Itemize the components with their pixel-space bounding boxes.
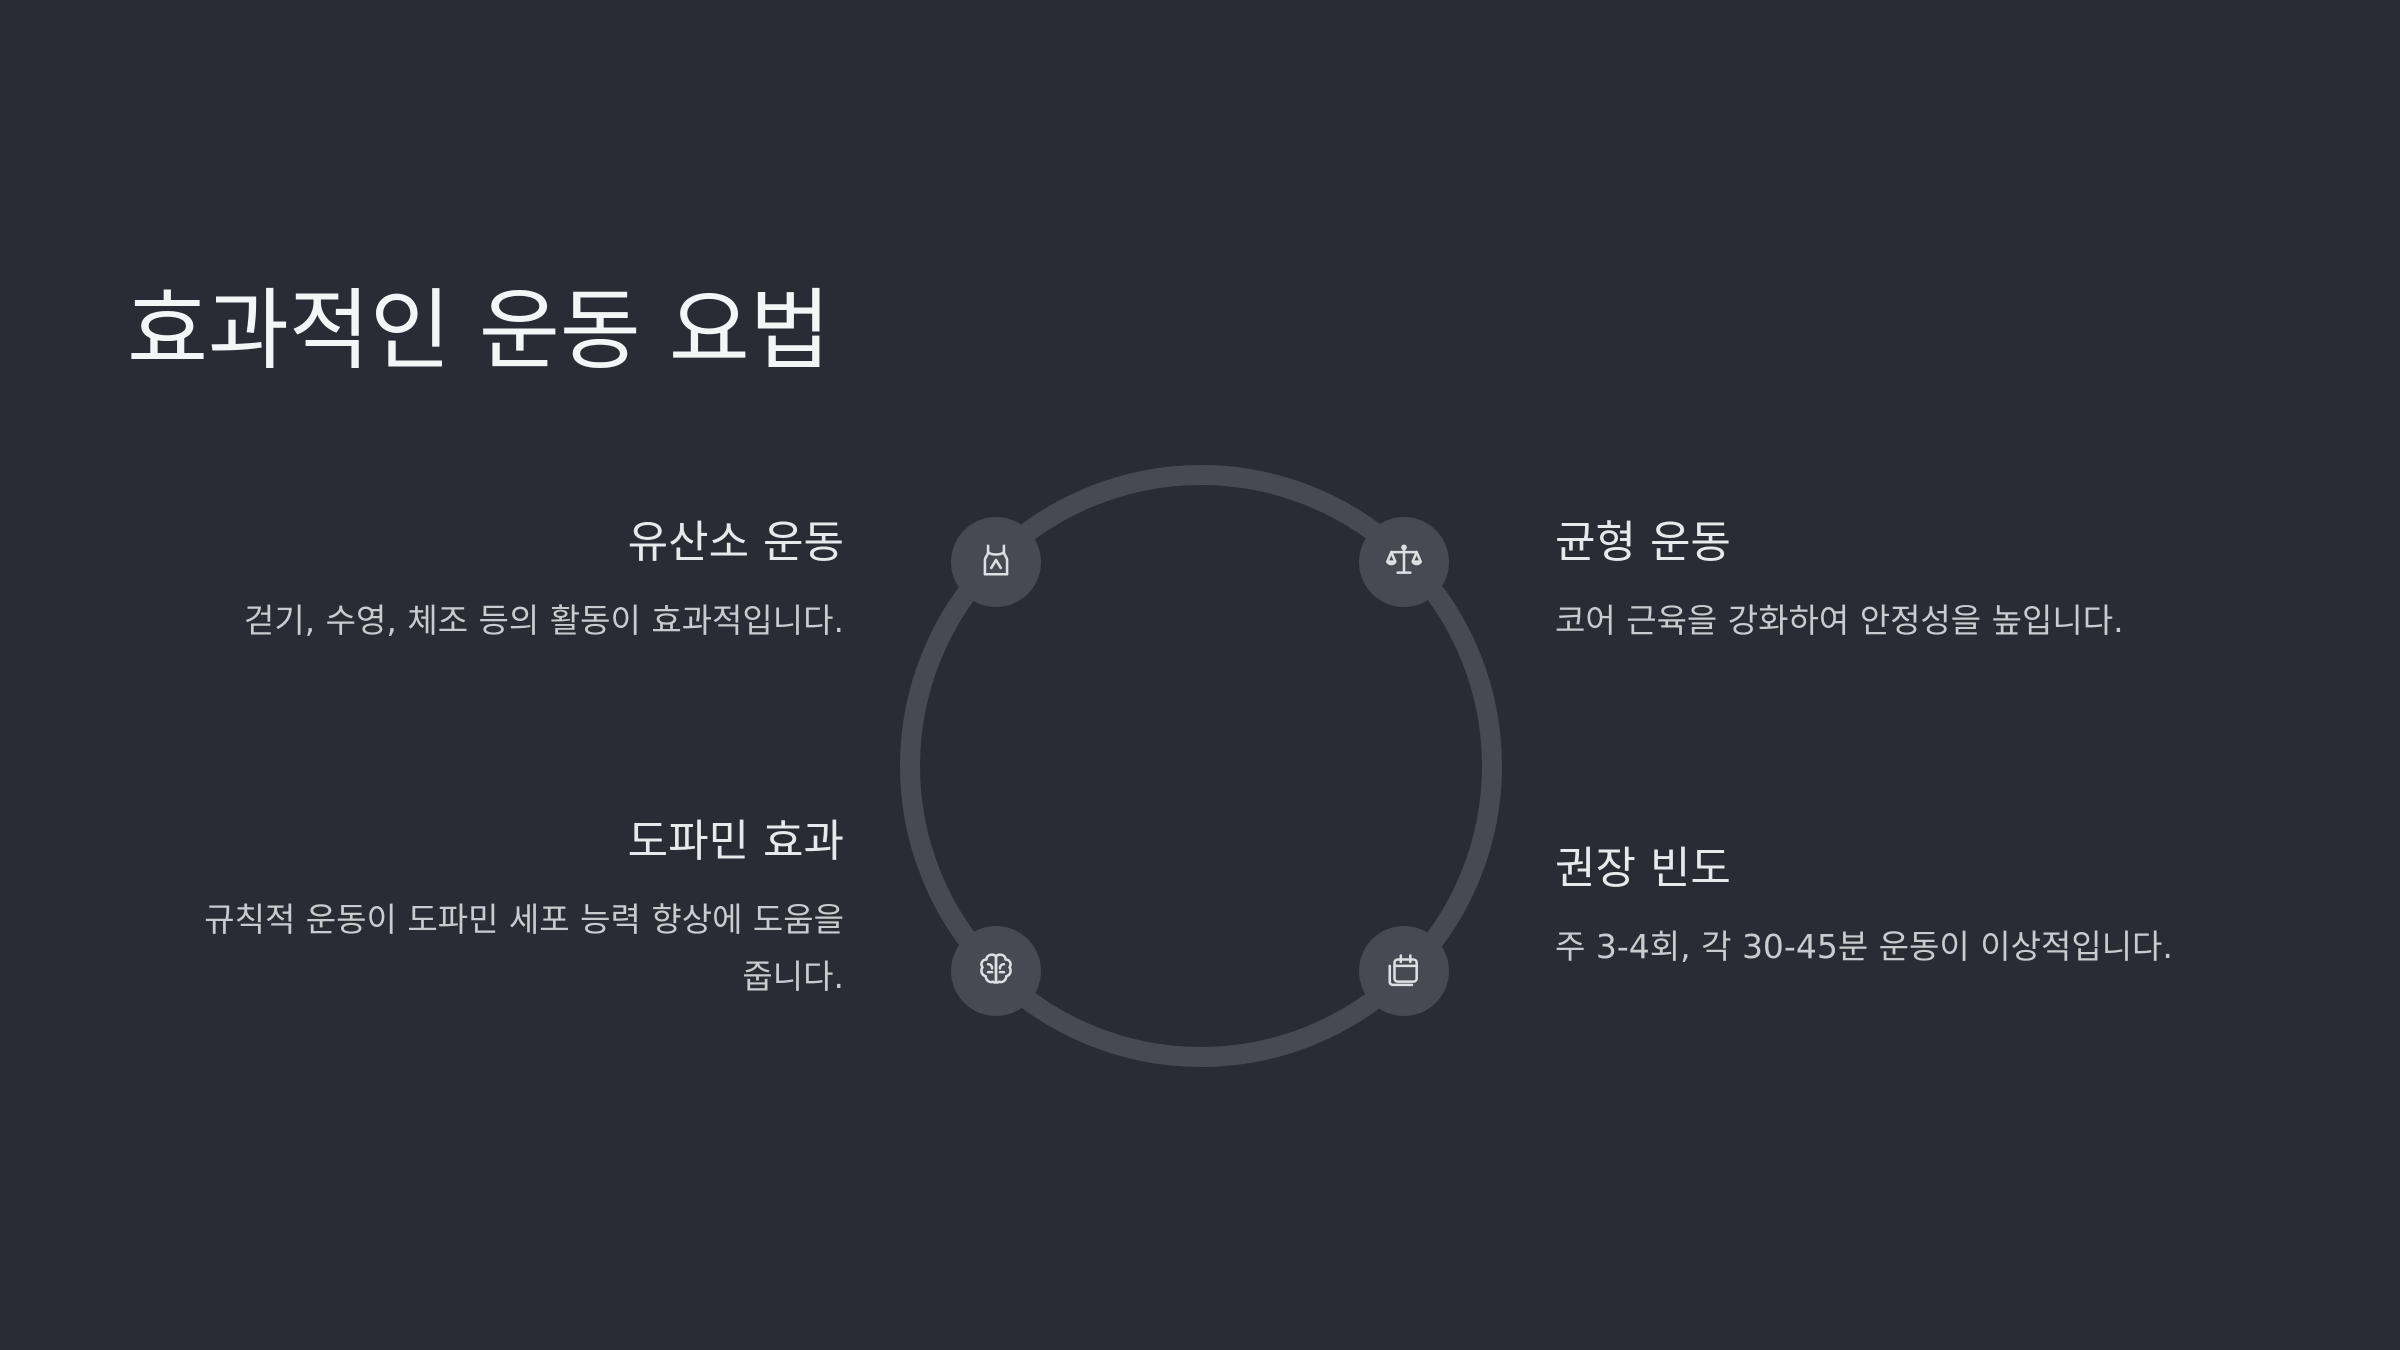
icon-badge-frequency — [1359, 926, 1449, 1016]
icon-badge-balance — [1359, 517, 1449, 607]
balance-scale-icon — [1385, 541, 1423, 583]
tank-top-icon — [977, 541, 1015, 583]
item-aerobic-exercise: 유산소 운동 걷기, 수영, 체조 등의 활동이 효과적입니다. — [144, 517, 844, 649]
brain-icon — [977, 950, 1015, 992]
slide-title: 효과적인 운동 요법 — [127, 279, 831, 382]
icon-badge-aerobic — [951, 517, 1041, 607]
item-balance-exercise: 균형 운동 코어 근육을 강화하여 안정성을 높입니다. — [1555, 517, 2255, 649]
item-title: 유산소 운동 — [627, 517, 844, 568]
item-title: 도파민 효과 — [627, 816, 844, 867]
icon-badge-dopamine — [951, 926, 1041, 1016]
item-title: 권장 빈도 — [1555, 843, 1731, 894]
item-dopamine-effect: 도파민 효과 규칙적 운동이 도파민 세포 능력 향상에 도움을 줍니다. — [164, 816, 844, 1005]
item-recommended-frequency: 권장 빈도 주 3-4회, 각 30-45분 운동이 이상적입니다. — [1555, 843, 2255, 975]
item-description: 코어 근육을 강화하여 안정성을 높입니다. — [1555, 600, 2124, 640]
item-title: 균형 운동 — [1555, 517, 1731, 568]
item-description: 주 3-4회, 각 30-45분 운동이 이상적입니다. — [1555, 926, 2173, 966]
calendar-icon — [1385, 950, 1423, 992]
item-description: 걷기, 수영, 체조 등의 활동이 효과적입니다. — [243, 600, 844, 640]
item-description: 규칙적 운동이 도파민 세포 능력 향상에 도움을 줍니다. — [204, 899, 844, 996]
